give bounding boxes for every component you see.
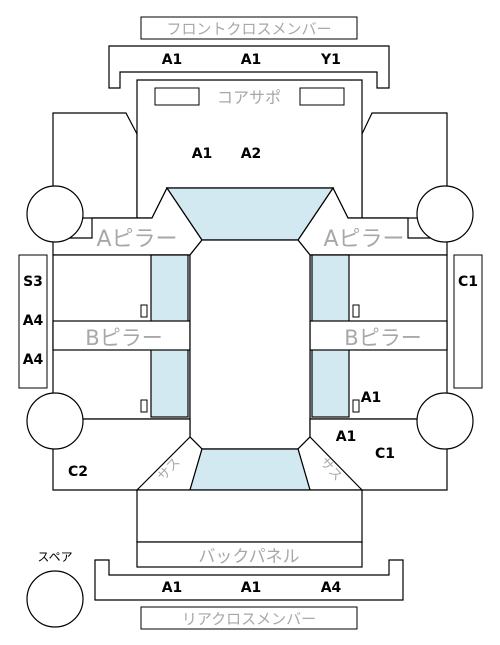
rear-window[interactable] bbox=[189, 448, 311, 491]
left-side-panel[interactable] bbox=[18, 254, 48, 389]
right-front-door-handle bbox=[352, 304, 360, 318]
left-rear-door-handle bbox=[140, 399, 148, 413]
b-pillar-right-label: Bピラー bbox=[344, 326, 421, 350]
code-left-panel-top: S3 bbox=[23, 274, 43, 290]
rear-cross-member[interactable] bbox=[94, 559, 404, 601]
code-core-right: A2 bbox=[241, 146, 262, 162]
core-support-label: コアサポ bbox=[217, 88, 281, 107]
code-left-panel-mid: A4 bbox=[23, 313, 44, 329]
right-rear-door-handle bbox=[352, 399, 360, 413]
code-rear-cross-center: A1 bbox=[241, 580, 262, 596]
spare-label: スペア bbox=[37, 550, 72, 564]
code-right-panel: C1 bbox=[458, 274, 478, 290]
trunk-area[interactable] bbox=[136, 489, 363, 543]
right-side-panel[interactable] bbox=[453, 254, 483, 389]
b-pillar-left[interactable] bbox=[52, 320, 191, 351]
core-support-left-slot bbox=[154, 87, 200, 106]
back-panel-label: バックパネル bbox=[198, 547, 299, 567]
code-front-cross-left: A1 bbox=[162, 52, 183, 68]
left-front-door-handle bbox=[140, 304, 148, 318]
code-rear-cross-right: A4 bbox=[321, 580, 342, 596]
back-panel[interactable] bbox=[136, 541, 363, 568]
b-pillar-left-label: Bピラー bbox=[85, 326, 162, 350]
code-left-rear-corner: C2 bbox=[68, 464, 88, 480]
rear-cross-member-label: リアクロスメンバー bbox=[182, 610, 316, 628]
front-cross-member-label-box bbox=[140, 16, 358, 40]
spare-tire[interactable] bbox=[26, 570, 84, 628]
a-pillar-right-label: Aピラー bbox=[323, 227, 404, 252]
code-right-rear-pillar: A1 bbox=[361, 390, 382, 406]
code-left-panel-bottom: A4 bbox=[23, 352, 44, 368]
roof[interactable] bbox=[189, 239, 311, 450]
code-right-rear-corner: C1 bbox=[375, 446, 395, 462]
front-right-wheel[interactable] bbox=[416, 185, 474, 243]
a-pillar-left-label: Aピラー bbox=[96, 227, 177, 252]
code-core-left: A1 bbox=[192, 146, 213, 162]
front-left-wheel[interactable] bbox=[26, 185, 84, 243]
front-cross-member-label: フロントクロスメンバー bbox=[166, 20, 331, 38]
rear-left-wheel[interactable] bbox=[26, 392, 84, 450]
code-front-cross-right: Y1 bbox=[320, 52, 341, 68]
core-support-right-slot bbox=[299, 87, 345, 106]
front-cross-member[interactable] bbox=[108, 45, 390, 89]
rear-cross-member-label-box bbox=[140, 606, 358, 630]
code-front-cross-center: A1 bbox=[241, 52, 262, 68]
rear-right-wheel[interactable] bbox=[416, 392, 474, 450]
code-rear-cross-left: A1 bbox=[162, 580, 183, 596]
code-right-rear-inner: A1 bbox=[336, 429, 357, 445]
